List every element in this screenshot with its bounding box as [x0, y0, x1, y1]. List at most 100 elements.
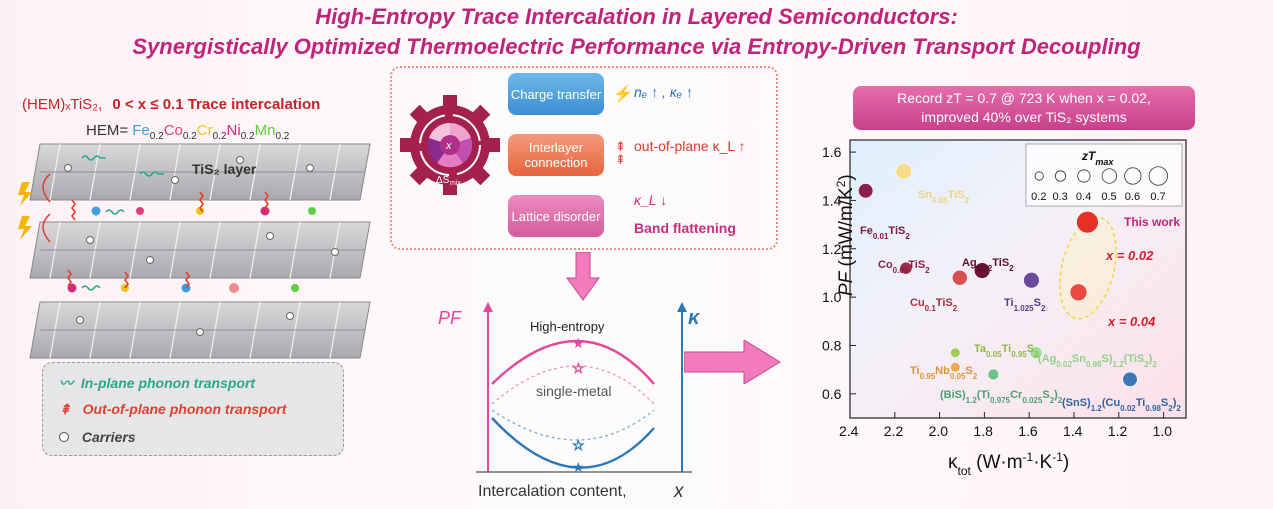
formula-line: (HEM)ₓTiS₂, 0 < x ≤ 0.1 Trace intercalat… [22, 96, 320, 113]
title-line-2: Synergistically Optimized Thermoelectric… [132, 34, 1141, 59]
legend-out-of-plane-label: Out-of-plane phonon transport [82, 401, 287, 417]
schematic-kappa-axis: κ [688, 307, 700, 329]
data-point [1069, 283, 1088, 302]
star-outline-icon: ☆ [572, 437, 585, 453]
legend-carriers-label: Carriers [81, 429, 136, 445]
x-tick-label: 1.0 [1153, 423, 1173, 439]
record-line-1: Record zT = 0.7 @ 723 K when x = 0.02, [897, 90, 1151, 106]
zigzag-arrow-icon: ⇞ [59, 401, 71, 417]
data-point-label: Ag0.02TiS2 [962, 257, 1014, 273]
hem-element-cr: Cr [196, 122, 213, 139]
lightning-icon [18, 182, 32, 240]
intercalation-range: 0 < x ≤ 0.1 Trace intercalation [112, 96, 321, 113]
tis2-layer-top [29, 143, 371, 201]
star-icon: ★ [572, 459, 585, 475]
zt-legend-value: 0.3 [1053, 191, 1068, 203]
x-tick-label: 2.0 [929, 423, 949, 439]
y-tick-label: 1.6 [822, 144, 842, 160]
y-tick-label: 0.8 [822, 337, 842, 353]
gear-label: ΔS [436, 175, 450, 186]
this-work-label: This work [1124, 215, 1180, 229]
data-point-label: Cu0.1TiS2 [910, 297, 958, 313]
data-point [987, 368, 1000, 381]
data-point-label: x = 0.02 [1105, 248, 1154, 263]
effect-charge-transfer: nₑ ↑ , κₑ ↑ [634, 84, 694, 100]
data-points [858, 163, 1138, 387]
y-axis-label: PF (mW/m/K2) [834, 174, 857, 296]
gear-label-sub: mix [450, 180, 461, 187]
star-icon: ★ [572, 335, 585, 351]
mechanism-panel [390, 66, 778, 250]
hem-element-fe: Fe [132, 122, 150, 139]
zt-legend-circle [1101, 168, 1117, 184]
data-point [1122, 371, 1138, 387]
x-axis-label: κtot (W·m-1·K-1) [948, 450, 1069, 478]
mechanism-lattice-disorder: Lattice disorder [508, 195, 604, 237]
schematic-x-label: Intercalation content, [478, 483, 627, 500]
data-point [1023, 272, 1040, 289]
data-point [899, 261, 913, 275]
carrier-dots [64, 156, 339, 336]
schematic-pf-kappa-plot: PF κ High-entropy single-metal ★ ☆ ☆ ★ I… [438, 302, 700, 502]
record-banner: Record zT = 0.7 @ 723 K when x = 0.02, i… [853, 86, 1195, 130]
lightning-icon: ⚡ [613, 86, 633, 103]
zigzag-arrow-icon: ⇞⇞ [615, 139, 626, 167]
hem-element-co: Co [163, 122, 183, 139]
data-point-label: (Ag0.02Sn0.98S)1.2(TiS2)2 [1038, 353, 1157, 369]
zt-size-legend [1025, 143, 1183, 207]
data-point [1076, 210, 1099, 234]
out-of-plane-phonon-zigzags [67, 191, 269, 289]
star-outline-icon: ☆ [572, 360, 585, 376]
data-point [950, 362, 961, 373]
schematic-pf-axis: PF [438, 308, 462, 328]
zt-legend-value: 0.5 [1101, 191, 1116, 203]
data-point [858, 183, 874, 199]
data-point [951, 269, 968, 286]
hem-element-mn: Mn [254, 122, 276, 139]
legend-in-plane-label: In-plane phonon transport [80, 375, 256, 391]
hem-element-fraction: 0.2 [240, 131, 255, 142]
hem-element-fraction: 0.2 [149, 131, 164, 142]
legend-in-plane: 〰 In-plane phonon transport [59, 373, 255, 393]
data-point-labels: Fe0.01TiS2Sn0.05TiS2Co0.08TiS2Cu0.1TiS2A… [860, 189, 1181, 413]
legend-out-of-plane: ⇞ Out-of-plane phonon transport [59, 401, 286, 418]
record-line-2: improved 40% over TiS₂ systems [921, 109, 1127, 125]
data-point [1029, 346, 1043, 360]
in-plane-phonon-waves [81, 155, 164, 291]
curved-arrow-icon [42, 173, 51, 243]
label-single-metal: single-metal [536, 383, 611, 399]
y-tick-label: 0.6 [822, 386, 842, 402]
zt-legend-value: 0.6 [1125, 191, 1140, 203]
x-tick-label: 1.2 [1108, 423, 1128, 439]
zt-legend-circle [1148, 166, 1168, 186]
x-tick-label: 2.2 [884, 423, 904, 439]
effect-band-flattening: Band flattening [634, 220, 736, 236]
data-point-label: x = 0.04 [1107, 314, 1156, 329]
layered-structure-illustration: TiS₂ layer [18, 143, 371, 359]
effect-interlayer-connection: out-of-plane κ_L ↑ [634, 138, 746, 154]
title-line-1: High-Entropy Trace Intercalation in Laye… [315, 4, 958, 29]
x-tick-label: 2.4 [839, 423, 859, 439]
hem-element-ni: Ni [226, 122, 241, 139]
hem-element-fraction: 0.2 [212, 131, 227, 142]
data-point [973, 262, 991, 279]
entropy-gear-icon: x ΔS mix [400, 95, 500, 195]
effect-lattice-disorder: κ_L ↓ [634, 192, 668, 208]
wave-arrow-icon: 〰 [59, 375, 73, 391]
x-tick-label: 1.4 [1063, 423, 1083, 439]
down-arrow-icon [566, 252, 600, 301]
zt-legend-circle [1124, 167, 1142, 185]
zt-legend-value: 0.2 [1031, 191, 1046, 203]
data-point-label: Co0.08TiS2 [878, 259, 930, 275]
label-high-entropy: High-entropy [530, 319, 605, 334]
carrier-circle-icon [59, 432, 69, 442]
y-tick-label: 1.0 [822, 289, 842, 305]
transport-legend: 〰 In-plane phonon transport ⇞ Out-of-pla… [42, 362, 344, 456]
hem-composition: HEM= Fe0.2Co0.2Cr0.2Ni0.2Mn0.2 [86, 122, 289, 142]
zt-legend-circle [1077, 169, 1091, 183]
y-tick-label: 1.4 [822, 192, 842, 208]
hem-formula: (HEM)ₓTiS₂, [22, 96, 103, 113]
